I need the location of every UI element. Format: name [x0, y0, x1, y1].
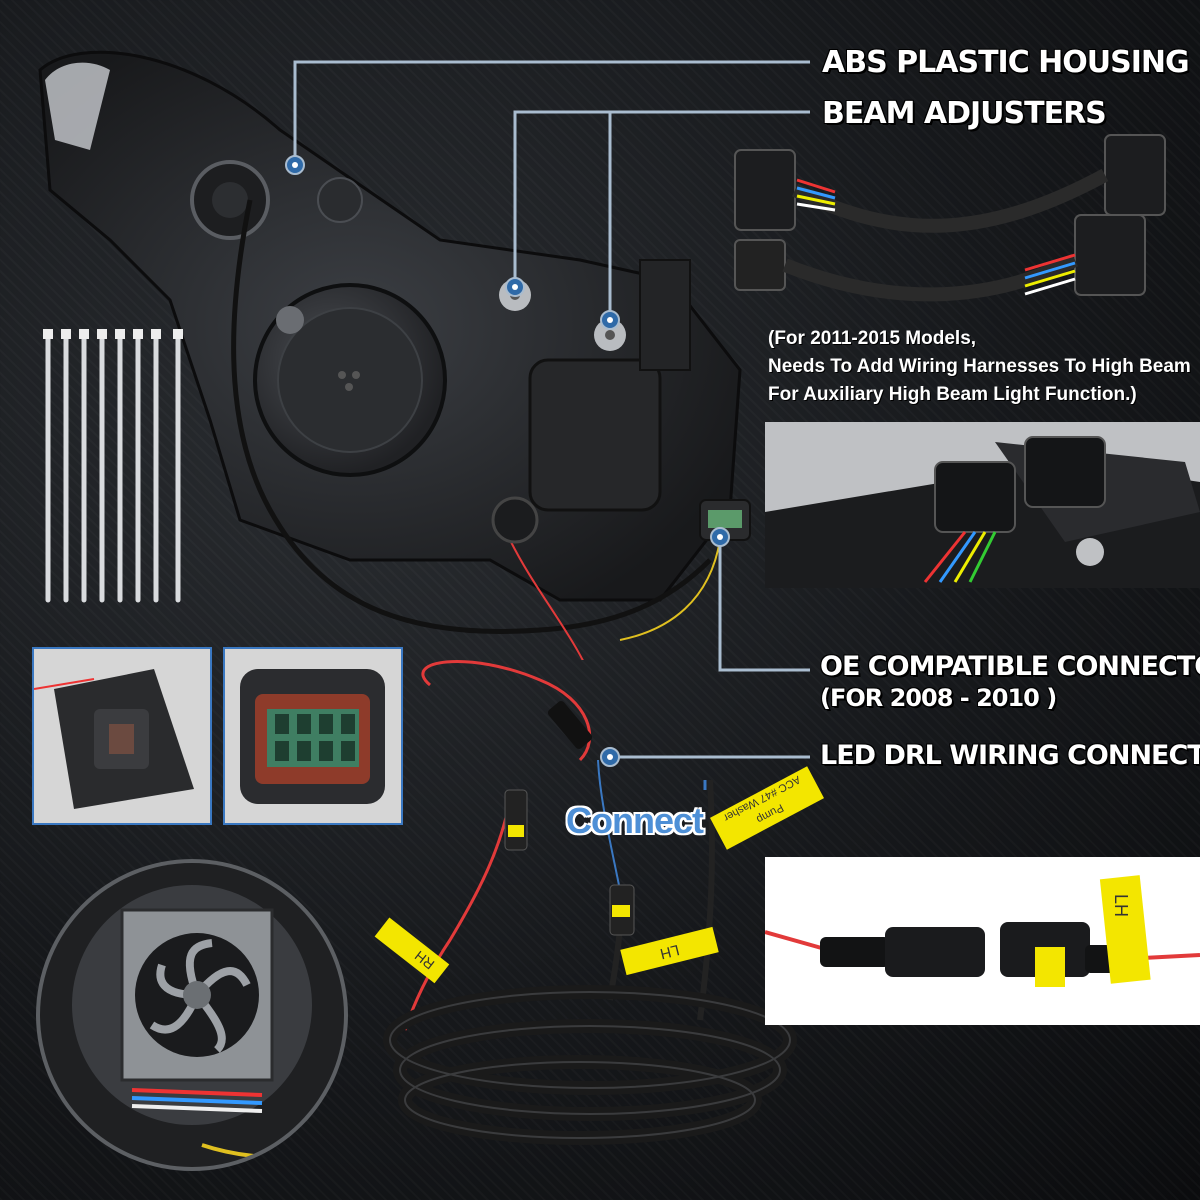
- callout-oe-connector: OE COMPATIBLE CONNECTOR: [820, 651, 1200, 682]
- callout-abs-housing: ABS PLASTIC HOUSING: [822, 45, 1190, 80]
- adapter-harness-image: [734, 134, 1166, 302]
- model-note-line3: For Auxiliary High Beam Light Function.): [768, 384, 1137, 405]
- model-note-line1: (For 2011-2015 Models,: [768, 328, 977, 349]
- connector-photo-2: [223, 647, 403, 825]
- installed-harness-photo: [765, 422, 1200, 588]
- callout-beam-adjusters: BEAM ADJUSTERS: [822, 96, 1107, 131]
- callout-drl-connector: LED DRL WIRING CONNECTOR: [820, 740, 1200, 771]
- model-note-line2: Needs To Add Wiring Harnesses To High Be…: [768, 356, 1191, 377]
- headlight-assembly: [38, 50, 751, 660]
- zip-ties-icon: [43, 329, 183, 603]
- drl-wiring-harness: [383, 660, 797, 1145]
- cooling-fan-detail: [36, 859, 348, 1171]
- drl-connector-detail-photo: LH: [765, 857, 1200, 1025]
- connect-label: Connect: [566, 800, 704, 841]
- connector-photo-1: [32, 647, 212, 825]
- callout-oe-connector-years: (FOR 2008 - 2010 ): [820, 684, 1057, 712]
